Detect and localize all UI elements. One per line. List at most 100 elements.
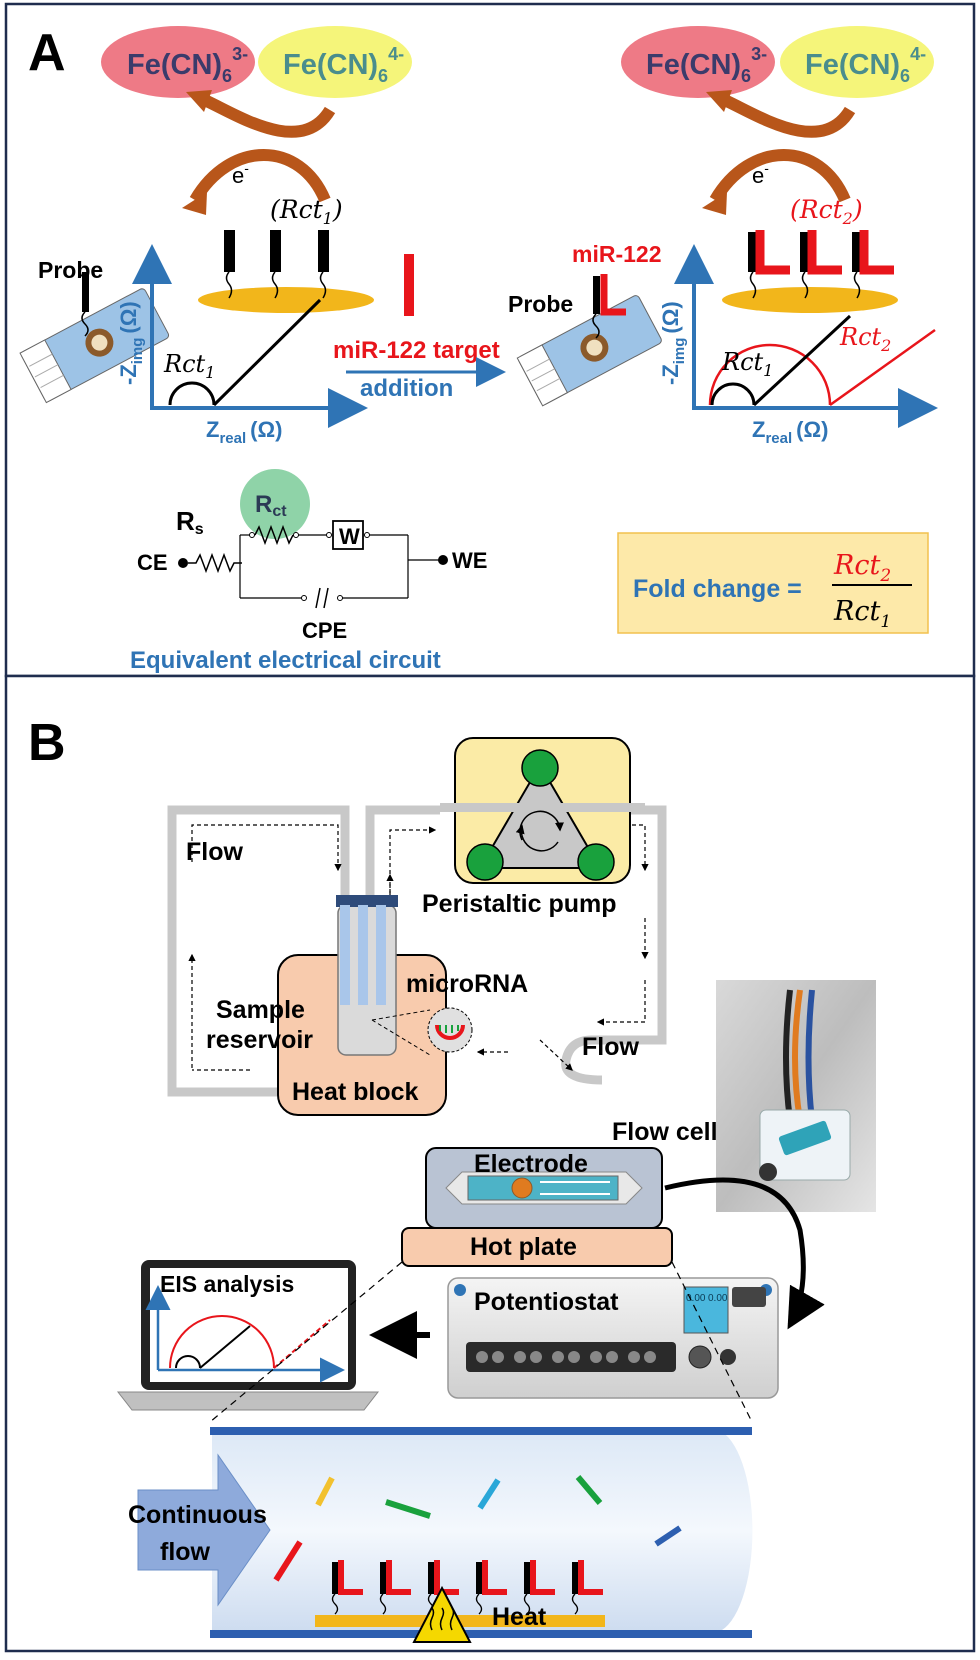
free-strands xyxy=(273,1475,682,1582)
fe3-label-left: Fe(CN) xyxy=(127,49,222,81)
screen-printed-electrode-right: miR-122 Probe xyxy=(508,241,662,407)
flow-channel-zoom: Continuous flow Heat xyxy=(128,1427,753,1643)
fe4-label-left: Fe(CN) xyxy=(283,49,378,81)
equivalent-circuit: Rs Rct CE W WE CPE Equivalent electrical… xyxy=(130,469,487,674)
rs-label: R xyxy=(176,506,195,536)
rct1-paren-label: (Rct xyxy=(270,195,324,224)
rs-resistor xyxy=(188,552,242,574)
probe-label-left: Probe xyxy=(38,257,103,283)
target-label: miR-122 target xyxy=(333,337,500,364)
svg-text:Rct: Rct xyxy=(255,491,287,520)
y-axis-label-right: -Z xyxy=(658,364,683,385)
fold-change-label: Fold change = xyxy=(633,575,802,603)
panel-a-label: A xyxy=(28,24,66,82)
svg-text:Rct1: Rct1 xyxy=(833,596,891,632)
probe-label-right: Probe xyxy=(508,291,573,317)
fold-numerator: Rct xyxy=(833,550,880,581)
laptop: EIS analysis xyxy=(116,1260,380,1411)
fe4-oval-right xyxy=(780,26,934,98)
svg-text:Zreal(Ω): Zreal(Ω) xyxy=(752,417,828,447)
svg-text:Rs: Rs xyxy=(176,506,204,538)
fold-change-box: Fold change = Rct2 Rct1 xyxy=(617,532,929,634)
hot-plate xyxy=(401,1227,673,1267)
svg-text:Rct2: Rct2 xyxy=(833,550,891,586)
fe3-oval-right xyxy=(621,26,775,98)
probe-strands-left xyxy=(224,230,329,299)
fe4-oval-left xyxy=(258,26,412,98)
rct-circuit-label: R xyxy=(255,491,272,518)
svg-text:(Rct2): (Rct2) xyxy=(790,195,863,228)
captured-strands xyxy=(331,1560,603,1615)
heat-warning-icon xyxy=(412,1585,472,1643)
right-redox: Fe(CN)63- Fe(CN)64- e- (Rct2) xyxy=(621,26,934,228)
svg-text:Rct1: Rct1 xyxy=(163,350,215,382)
cpe-label: CPE xyxy=(302,618,347,643)
screen-printed-electrode-left: Probe xyxy=(19,257,170,404)
warburg-line-rct1-right xyxy=(752,314,852,407)
heat-block: microRNA Sample reservoir Heat block xyxy=(206,895,528,1116)
nyquist-plot-left: Rct1 -Zimg(Ω) Zreal(Ω) xyxy=(116,244,368,447)
fe3-label-right: Fe(CN) xyxy=(646,49,741,81)
sample-label: Sample xyxy=(216,996,305,1024)
flow-cell-photo xyxy=(716,980,876,1212)
rct-highlight xyxy=(240,469,310,539)
hot-plate-label: Hot plate xyxy=(470,1233,577,1261)
gold-surface-right xyxy=(722,287,898,313)
svg-text:Rct1: Rct1 xyxy=(721,348,773,380)
fe3-oval-left xyxy=(101,26,255,98)
y-axis-label-left: -Z xyxy=(116,364,141,385)
svg-text:0.00: 0.00 xyxy=(686,1293,706,1304)
flow-label-top: Flow xyxy=(186,838,243,866)
rct-resistor xyxy=(254,524,294,546)
hybridized-strands-right xyxy=(748,230,894,299)
peristaltic-pump: Peristaltic pump xyxy=(422,737,645,918)
svg-text:Rct2: Rct2 xyxy=(839,323,891,355)
potentiostat-display xyxy=(683,1286,729,1334)
left-electrode-surface xyxy=(198,230,374,313)
redox-arrow-bottom-right xyxy=(709,149,851,204)
svg-text:-Zimg(Ω): -Zimg(Ω) xyxy=(658,301,688,385)
fe4-label-right: Fe(CN) xyxy=(805,49,900,81)
target-addition: miR-122 target addition xyxy=(333,254,506,402)
left-redox: Fe(CN)63- Fe(CN)64- e- (Rct1) xyxy=(101,26,412,228)
continuous-flow-arrow xyxy=(137,1453,271,1607)
reservoir-label: reservoir xyxy=(206,1026,313,1054)
rct1-plot-label-left: Rct xyxy=(163,350,206,378)
channel-top-wall xyxy=(210,1427,752,1435)
potentiostat: 0.00 0.00 Potentiostat xyxy=(447,1277,779,1399)
w-label: W xyxy=(339,524,360,549)
we-label: WE xyxy=(452,548,487,573)
x-axis-label-right: Z xyxy=(752,417,765,442)
warburg-line-rct2 xyxy=(829,328,936,407)
rct2-paren-label: (Rct xyxy=(790,195,844,224)
x-axis-label-left: Z xyxy=(206,417,219,442)
pump-roller-top xyxy=(521,749,559,787)
svg-text:Fe(CN)64-: Fe(CN)64- xyxy=(283,44,404,86)
channel-bottom-wall xyxy=(210,1630,752,1638)
pump-label: Peristaltic pump xyxy=(422,890,617,918)
microrna-label: microRNA xyxy=(406,970,528,998)
flow-label-bottom: flow xyxy=(160,1538,211,1566)
ce-label: CE xyxy=(137,550,168,575)
electron-left: e xyxy=(232,163,244,188)
right-electrode-surface xyxy=(722,230,898,313)
potentiostat-ports xyxy=(466,1342,736,1372)
heat-block-label: Heat block xyxy=(292,1078,419,1106)
cable-arrow xyxy=(664,1177,825,1330)
rct1-plot-label-right: Rct xyxy=(721,348,764,376)
svg-text:Fe(CN)64-: Fe(CN)64- xyxy=(805,44,926,86)
svg-text:Fe(CN)63-: Fe(CN)63- xyxy=(127,44,248,86)
warburg-element xyxy=(332,520,364,550)
nyquist-plot-right: Rct1 Rct2 -Zimg(Ω) Zreal(Ω) xyxy=(658,244,938,447)
electron-right: e xyxy=(752,163,764,188)
warburg-line-left xyxy=(212,298,322,407)
heat-label: Heat xyxy=(492,1603,547,1631)
svg-text:0.00: 0.00 xyxy=(708,1293,728,1304)
cpe-element xyxy=(315,587,321,609)
fold-denominator: Rct xyxy=(833,596,880,627)
potentiostat-label: Potentiostat xyxy=(474,1288,619,1316)
redox-arrow-top-right xyxy=(717,92,856,138)
svg-text:Fe(CN)63-: Fe(CN)63- xyxy=(646,44,767,86)
semicircle-left xyxy=(168,381,216,406)
